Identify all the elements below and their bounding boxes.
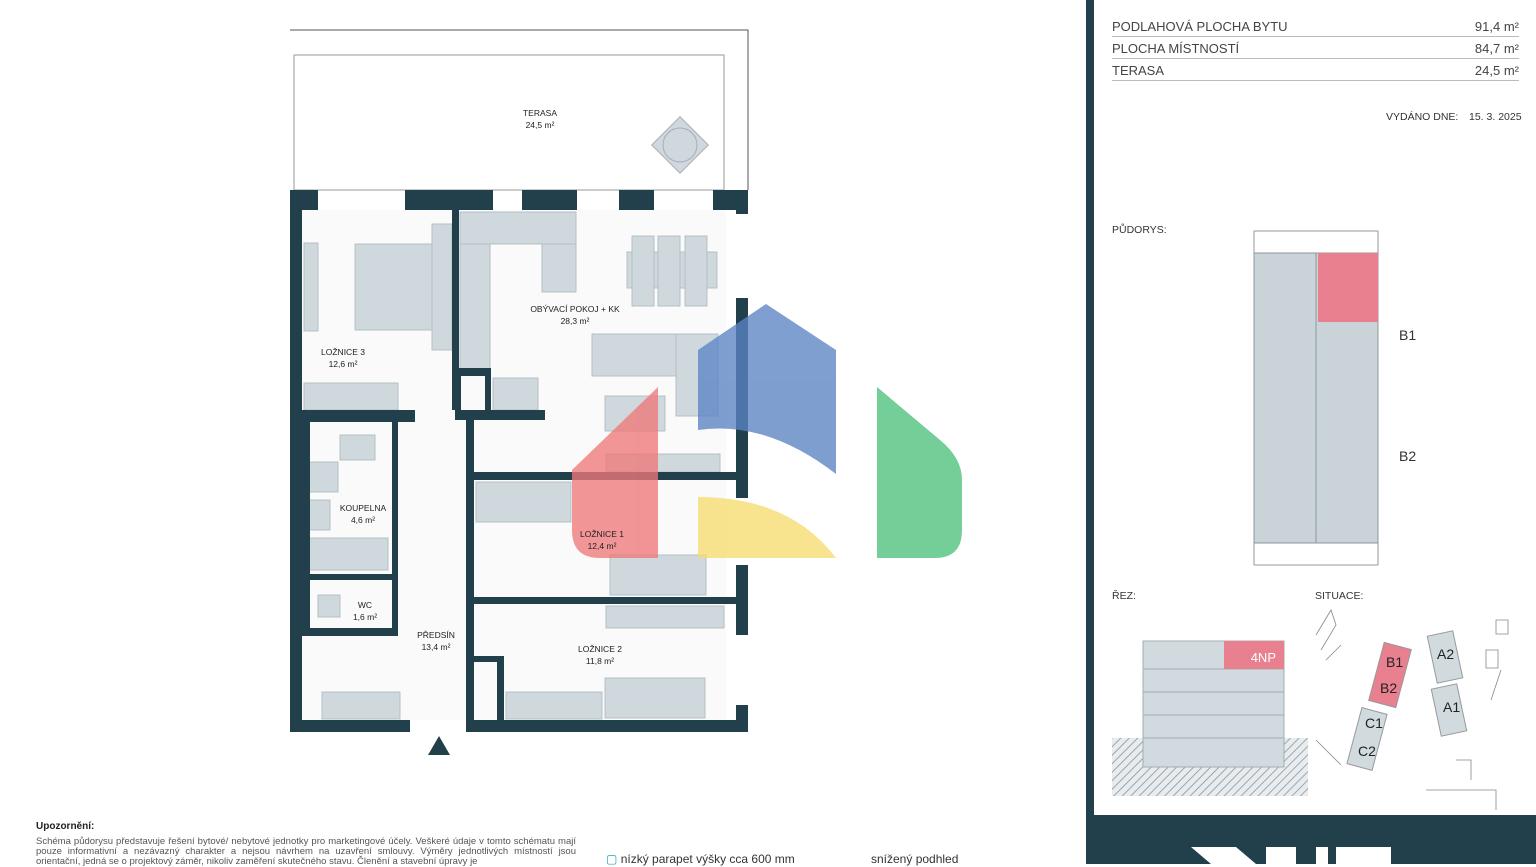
legend-parapet: ▢ nízký parapet výšky cca 600 mm — [606, 852, 795, 866]
watermark-logo — [572, 304, 962, 558]
section-diagram: 4NP — [1112, 640, 1308, 796]
window-sill-icon: ▢ — [606, 852, 618, 866]
issued-date: 15. 3. 2025 — [1469, 111, 1522, 123]
disclaimer: Upozornění: Schéma půdorysu představuje … — [36, 822, 576, 867]
room-name-loznice3: LOŽNICE 3 — [321, 347, 365, 357]
room-area-terasa: 24,5 m² — [526, 120, 555, 130]
summary-row: PLOCHA MÍSTNOSTÍ 84,7 m² — [1112, 41, 1519, 59]
room-name-predsin: PŘEDSÍN — [417, 630, 455, 640]
rez-label: ŘEZ: — [1112, 590, 1136, 602]
situace-label: SITUACE: — [1315, 590, 1364, 602]
issued-label: VYDÁNO DNE: — [1386, 111, 1459, 123]
room-area-loznice2: 11,8 m² — [586, 656, 614, 666]
disclaimer-title: Upozornění: — [36, 821, 95, 832]
legend-parapet-label: nízký parapet výšky cca 600 mm — [620, 852, 795, 866]
section-b1-label: B1 — [1399, 327, 1416, 343]
site-plan: B1 B2 A2 A1 C1 C2 — [1315, 609, 1509, 810]
floor-label: 4NP — [1251, 650, 1276, 665]
room-name-loznice1: LOŽNICE 1 — [580, 529, 624, 539]
summary-value: 24,5 m² — [1474, 63, 1519, 78]
apartment-highlight — [1318, 253, 1378, 322]
room-labels: TERASA 24,5 m² OBÝVACÍ POKOJ + KK 28,3 m… — [321, 108, 624, 666]
terrace-table-icon — [651, 116, 709, 174]
site-building-label: B1 — [1386, 654, 1403, 670]
room-name-koupelna: KOUPELNA — [340, 503, 387, 513]
key-plans: B1 B2 4NP B1 B2 A2 A1 C1 C2 — [1112, 230, 1509, 810]
room-name-wc: WC — [358, 600, 372, 610]
room-name-terasa: TERASA — [523, 108, 557, 118]
site-building-label: A1 — [1443, 699, 1460, 715]
summary-value: 84,7 m² — [1474, 41, 1519, 56]
summary-label: TERASA — [1112, 63, 1165, 78]
floor-plan: TERASA 24,5 m² OBÝVACÍ POKOJ + KK 28,3 m… — [290, 29, 962, 755]
room-area-wc: 1,6 m² — [353, 612, 377, 622]
summary-value: 91,4 m² — [1474, 19, 1519, 34]
terrace — [290, 29, 749, 191]
info-panel: PODLAHOVÁ PLOCHA BYTU 91,4 m² PLOCHA MÍST… — [1086, 0, 1536, 864]
room-area-loznice3: 12,6 m² — [329, 359, 358, 369]
site-building-label: A2 — [1437, 646, 1454, 662]
section-b2-label: B2 — [1399, 448, 1416, 464]
room-area-obyvaci: 28,3 m² — [561, 316, 590, 326]
building-key-plan: B1 B2 — [1253, 230, 1416, 566]
room-name-loznice2: LOŽNICE 2 — [578, 644, 622, 654]
room-name-obyvaci: OBÝVACÍ POKOJ + KK — [530, 304, 620, 314]
disclaimer-text: Schéma půdorysu představuje řešení bytov… — [36, 836, 576, 867]
site-building-label: B2 — [1380, 680, 1397, 696]
site-building-label: C2 — [1358, 743, 1376, 759]
summary-label: PODLAHOVÁ PLOCHA BYTU — [1112, 19, 1288, 34]
site-building-label: C1 — [1365, 715, 1383, 731]
summary-row: TERASA 24,5 m² — [1112, 63, 1519, 81]
panel-border — [1086, 0, 1094, 864]
legend-podhled: snížený podhled — [871, 852, 959, 866]
brand-footer — [1086, 815, 1536, 864]
summary-row: PODLAHOVÁ PLOCHA BYTU 91,4 m² — [1112, 19, 1519, 37]
room-area-loznice1: 12,4 m² — [588, 541, 617, 551]
brand-logo — [1191, 847, 1391, 864]
room-area-koupelna: 4,6 m² — [351, 515, 375, 525]
summary-label: PLOCHA MÍSTNOSTÍ — [1112, 41, 1240, 56]
pudorys-label: PŮDORYS: — [1112, 224, 1167, 236]
room-area-predsin: 13,4 m² — [422, 642, 451, 652]
entrance-arrow-icon — [428, 736, 450, 755]
